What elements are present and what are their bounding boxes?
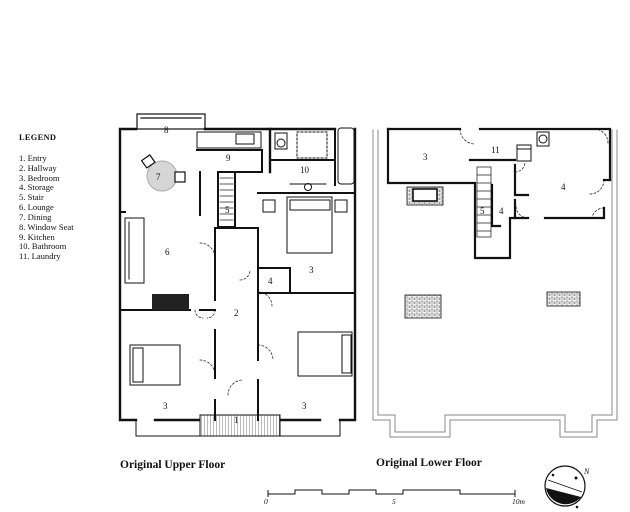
brick-piers	[404, 186, 581, 319]
upper-floor-plan	[118, 113, 357, 437]
front-porch	[135, 414, 341, 437]
lower-core-walls	[386, 127, 612, 260]
lower-floor-plan	[372, 127, 618, 438]
north-label: N	[583, 467, 590, 476]
scale-label-10m: 10m	[512, 497, 526, 506]
label-entry: 1	[234, 415, 239, 425]
label-hallway: 2	[234, 308, 239, 318]
north-arrow-icon: N	[544, 465, 590, 509]
dining-table	[140, 154, 186, 192]
lower-floor-title: Original Lower Floor	[376, 457, 482, 469]
lower-outer-walls	[372, 129, 618, 438]
upper-floor-title: Original Upper Floor	[120, 459, 226, 471]
legend-item-lounge: 6. Lounge	[19, 202, 54, 213]
bathroom-fixtures	[274, 127, 355, 191]
legend-item-stair: 5. Stair	[19, 192, 44, 203]
label-lounge: 6	[165, 247, 170, 257]
legend-item-window-seat: 8. Window Seat	[19, 221, 74, 232]
legend-item-entry: 1. Entry	[19, 152, 47, 163]
label-window-seat: 8	[164, 125, 169, 135]
legend-item-hallway: 2. Hallway	[19, 162, 57, 173]
scale-label-5: 5	[392, 497, 396, 506]
upper-outer-walls	[118, 127, 357, 422]
legend-item-storage: 4. Storage	[19, 182, 54, 193]
label-lower-stair: 5	[480, 206, 485, 216]
label-laundry: 11	[491, 145, 500, 155]
label-kitchen: 9	[226, 153, 231, 163]
label-dining: 7	[156, 172, 161, 182]
scale-bar	[267, 489, 516, 497]
label-bathroom: 10	[300, 165, 310, 175]
label-storage: 4	[268, 276, 273, 286]
lower-floor-labels: 3 11 4 4 5	[423, 145, 566, 216]
kitchen-counter	[196, 131, 262, 149]
label-lower-storage-a: 4	[561, 182, 566, 192]
upper-stair-treads	[219, 177, 234, 221]
label-lower-bedroom: 3	[423, 152, 428, 162]
label-stair: 5	[225, 205, 230, 215]
lower-doors	[459, 128, 609, 219]
upper-doors	[194, 242, 274, 396]
legend-item-laundry: 11. Laundry	[19, 251, 61, 262]
legend-title: LEGEND	[19, 133, 57, 142]
label-lower-storage-b: 4	[499, 206, 504, 216]
legend-item-bedroom: 3. Bedroom	[19, 172, 60, 183]
sideboard	[152, 294, 189, 310]
lower-stair-treads	[476, 166, 492, 238]
upper-beds	[129, 196, 353, 386]
label-bedroom-right: 3	[302, 401, 307, 411]
laundry-fixtures	[516, 131, 550, 162]
legend: LEGEND 1. Entry 2. Hallway 3. Bedroom 4.…	[19, 133, 74, 262]
legend-item-kitchen: 9. Kitchen	[19, 231, 55, 242]
window-seat-bay	[136, 113, 206, 130]
scale-label-0: 0	[264, 497, 268, 506]
sofa	[124, 217, 145, 284]
legend-item-bathroom: 10. Bathroom	[19, 241, 67, 252]
label-bedroom-mid: 3	[309, 265, 314, 275]
legend-item-dining: 7. Dining	[19, 211, 52, 222]
label-bedroom-left: 3	[163, 401, 168, 411]
upper-floor-labels: 1 2 3 3 3 4 5 6 7 8 9 10	[156, 125, 314, 425]
